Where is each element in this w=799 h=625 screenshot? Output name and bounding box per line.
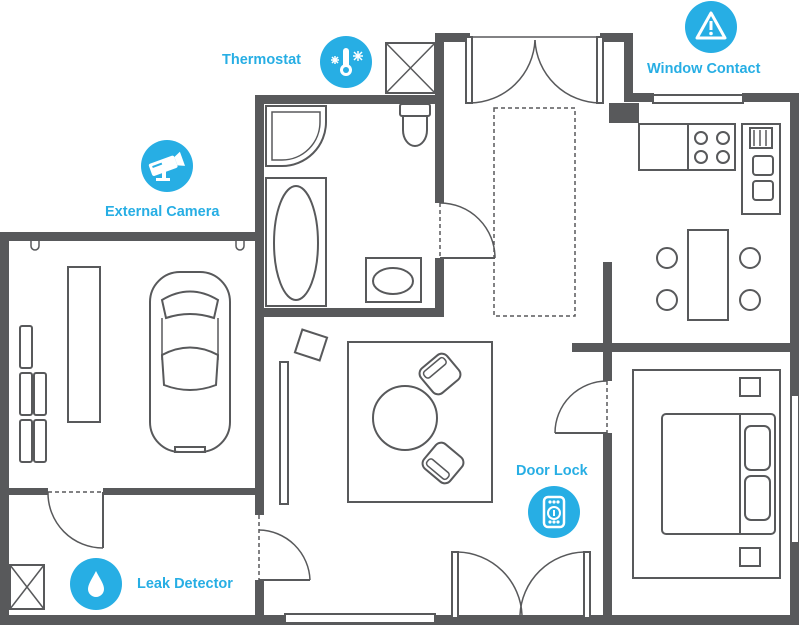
- thermostat-icon: [331, 48, 363, 76]
- keypad-lock-icon: [542, 495, 566, 529]
- warning-triangle-icon: [695, 11, 727, 40]
- utility-room: [9, 564, 45, 610]
- leak-detector-badge[interactable]: [70, 558, 122, 610]
- thermostat-label: Thermostat: [222, 52, 301, 68]
- thermostat-badge[interactable]: [320, 36, 372, 88]
- living-room: [279, 328, 493, 505]
- bathroom: [265, 42, 436, 307]
- car-icon: [149, 271, 231, 453]
- bedroom: [632, 369, 781, 579]
- security-camera-icon: [148, 151, 186, 181]
- external-camera-label: External Camera: [105, 204, 220, 220]
- door-lock-label: Door Lock: [516, 463, 588, 479]
- external-camera-badge[interactable]: [141, 140, 193, 192]
- hall-kitchen: [493, 107, 781, 321]
- windows: [284, 94, 799, 624]
- walls: [0, 33, 799, 625]
- garage: [19, 240, 245, 463]
- leak-detector-label: Leak Detector: [137, 576, 233, 592]
- window-contact-label: Window Contact: [647, 61, 761, 77]
- window-contact-badge[interactable]: [685, 1, 737, 53]
- water-drop-icon: [88, 571, 104, 597]
- door-lock-badge[interactable]: [528, 486, 580, 538]
- doors: [47, 36, 608, 619]
